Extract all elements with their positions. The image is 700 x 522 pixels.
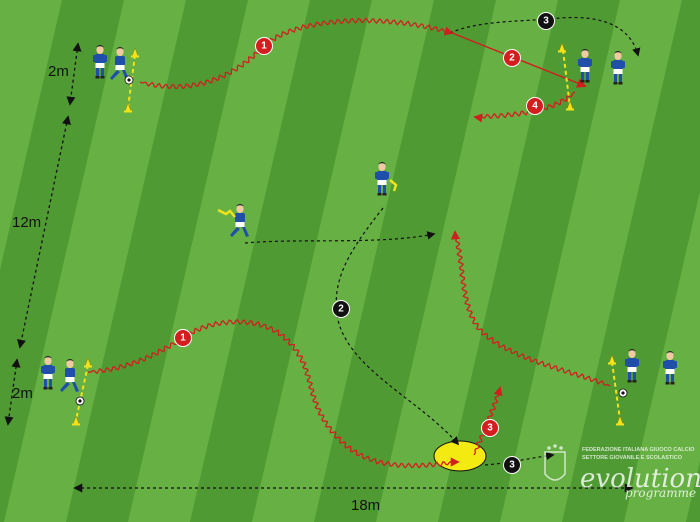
ball-icon [75,396,85,406]
badge-top-run-4: 4 [526,97,544,115]
badge-bottom-run-1: 1 [174,329,192,347]
target-zone [433,440,487,472]
cones [71,42,625,426]
grass-stripe [686,461,700,522]
bib-icon [217,208,236,218]
grass-stripe [562,0,700,522]
top-run-3-path [449,16,641,57]
grass-stripe [66,0,248,522]
top-run-1-path [139,17,454,90]
bottom-pass-3-path [484,451,555,466]
grass-stripe [314,0,496,522]
dimension-lines [4,42,634,493]
gap-bottom-label: 2m [12,385,33,402]
federation-line2: SETTORE GIOVANILE E SCOLASTICO [582,455,683,461]
watermark: FEDERAZIONE ITALIANA GIUOCO CALCIO SETTO… [544,444,700,500]
svg-text:3: 3 [543,16,549,27]
badge-top-run-1: 1 [255,37,273,55]
svg-text:3: 3 [509,460,515,471]
bottom-run-1-path [87,318,460,469]
federation-shield-icon [544,451,566,481]
star-icon [547,446,551,450]
center-run-2-path [335,207,460,446]
width-label: 18m [351,497,380,514]
badge-bottom-pass-3: 3 [503,456,521,474]
grass-stripe [190,0,372,522]
badge-top-run-3: 3 [537,12,555,30]
top-run-4-path [473,91,576,123]
brand-name: evolution [580,464,700,494]
brand-sub: programme [625,486,696,500]
badge-top-pass-2: 2 [503,49,521,67]
gap-top-label: 2m [48,63,69,80]
bib-icon [389,179,398,192]
svg-text:1: 1 [180,333,186,344]
ball-icon [618,388,628,398]
midfield-run-path [244,231,436,244]
gap-top-dimension-line [66,42,82,106]
svg-text:2: 2 [509,53,515,64]
star-icon [559,446,563,450]
length-label: 12m [12,214,41,231]
svg-text:1: 1 [261,41,267,52]
svg-text:4: 4 [532,101,538,112]
badge-bottom-run-3: 3 [481,419,499,437]
grass-stripe [438,0,620,522]
bottom-right-run-path [450,230,611,387]
badge-center-run-2: 2 [332,300,350,318]
star-icon [553,444,557,448]
sequence-badges: 1 2 3 4 1 2 3 3 [174,12,555,474]
svg-text:3: 3 [487,423,493,434]
federation-line1: FEDERAZIONE ITALIANA GIUOCO CALCIO [582,447,695,453]
movement-paths [244,16,641,466]
gap-bottom-dimension-line [4,358,21,426]
svg-text:2: 2 [338,304,344,315]
ball-icon [124,75,134,85]
